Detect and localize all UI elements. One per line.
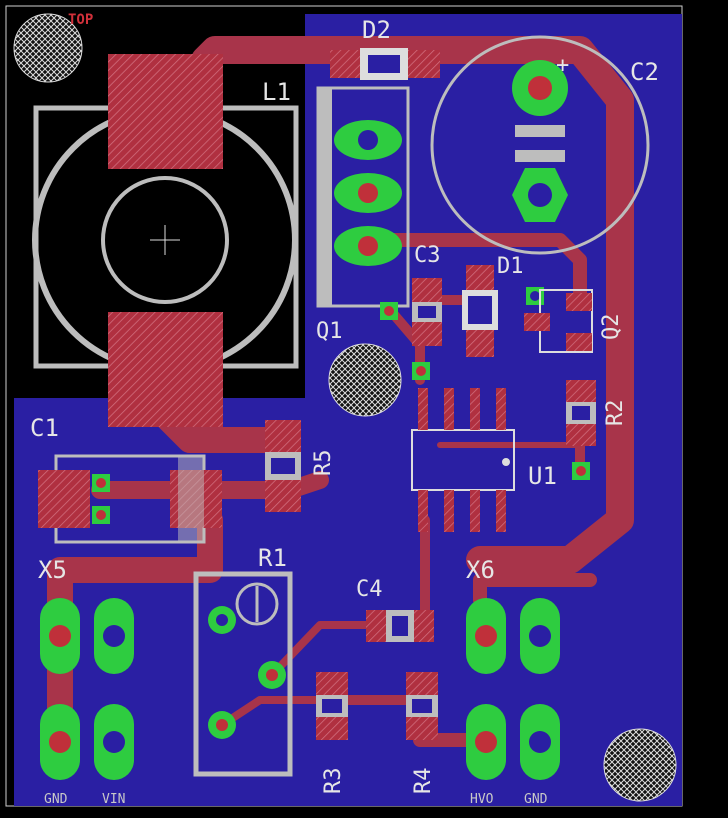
label-r5: R5 xyxy=(311,450,336,477)
resistor-r2: R2 xyxy=(566,380,628,446)
label-q2: Q2 xyxy=(599,314,624,341)
resistor-r4: R4 xyxy=(406,672,438,794)
trace-x6-gnd xyxy=(473,573,597,607)
layer-label-top: TOP xyxy=(68,12,93,28)
connector-x6: X6 HVO GND xyxy=(466,556,560,807)
label-x6: X6 xyxy=(466,556,495,584)
inductor-l1: L1 xyxy=(32,54,299,427)
label-r3: R3 xyxy=(321,768,346,795)
capacitor-c4: C4 xyxy=(356,577,434,642)
label-r4: R4 xyxy=(411,768,436,795)
label-c3: C3 xyxy=(414,243,441,268)
vias xyxy=(92,287,590,524)
label-x5-vin: VIN xyxy=(102,792,125,807)
ic-u1: U1 xyxy=(411,388,557,532)
capacitor-c2: + C2 xyxy=(430,35,659,255)
label-r1: R1 xyxy=(258,544,287,572)
transistor-q1: Q1 xyxy=(316,86,410,344)
trimmer-r1: R1 xyxy=(193,544,293,777)
label-r2: R2 xyxy=(603,400,628,427)
trace-r1-r3 xyxy=(218,696,334,729)
label-x6-hvo: HVO xyxy=(470,792,494,807)
label-d2: D2 xyxy=(362,16,391,44)
connector-x5: X5 GND VIN xyxy=(38,556,134,807)
mounting-holes xyxy=(13,13,677,802)
label-l1: L1 xyxy=(262,78,291,106)
l1-pad-bottom xyxy=(108,312,223,427)
l1-pad-top xyxy=(108,54,223,169)
label-c1: C1 xyxy=(30,414,59,442)
trace-c2-rail xyxy=(466,156,634,574)
label-x6-gnd: GND xyxy=(524,792,548,807)
label-q1: Q1 xyxy=(316,319,343,344)
trace-d2-l1 xyxy=(191,36,634,184)
capacitor-c1: C1 xyxy=(30,414,222,544)
resistor-r5: R5 xyxy=(265,420,336,512)
label-u1: U1 xyxy=(528,462,557,490)
label-x5: X5 xyxy=(38,556,67,584)
diode-d2: D2 xyxy=(330,16,440,80)
label-c2: C2 xyxy=(630,58,659,86)
capacitor-c3: C3 xyxy=(412,243,442,346)
label-d1: D1 xyxy=(497,254,524,279)
transistor-q2: Q2 xyxy=(524,289,624,353)
resistor-r3: R3 xyxy=(316,672,348,794)
diode-d1: D1 xyxy=(462,254,524,357)
label-c4: C4 xyxy=(356,577,383,602)
label-x5-gnd: GND xyxy=(44,792,68,807)
label-c2-polarity: + xyxy=(556,53,569,78)
